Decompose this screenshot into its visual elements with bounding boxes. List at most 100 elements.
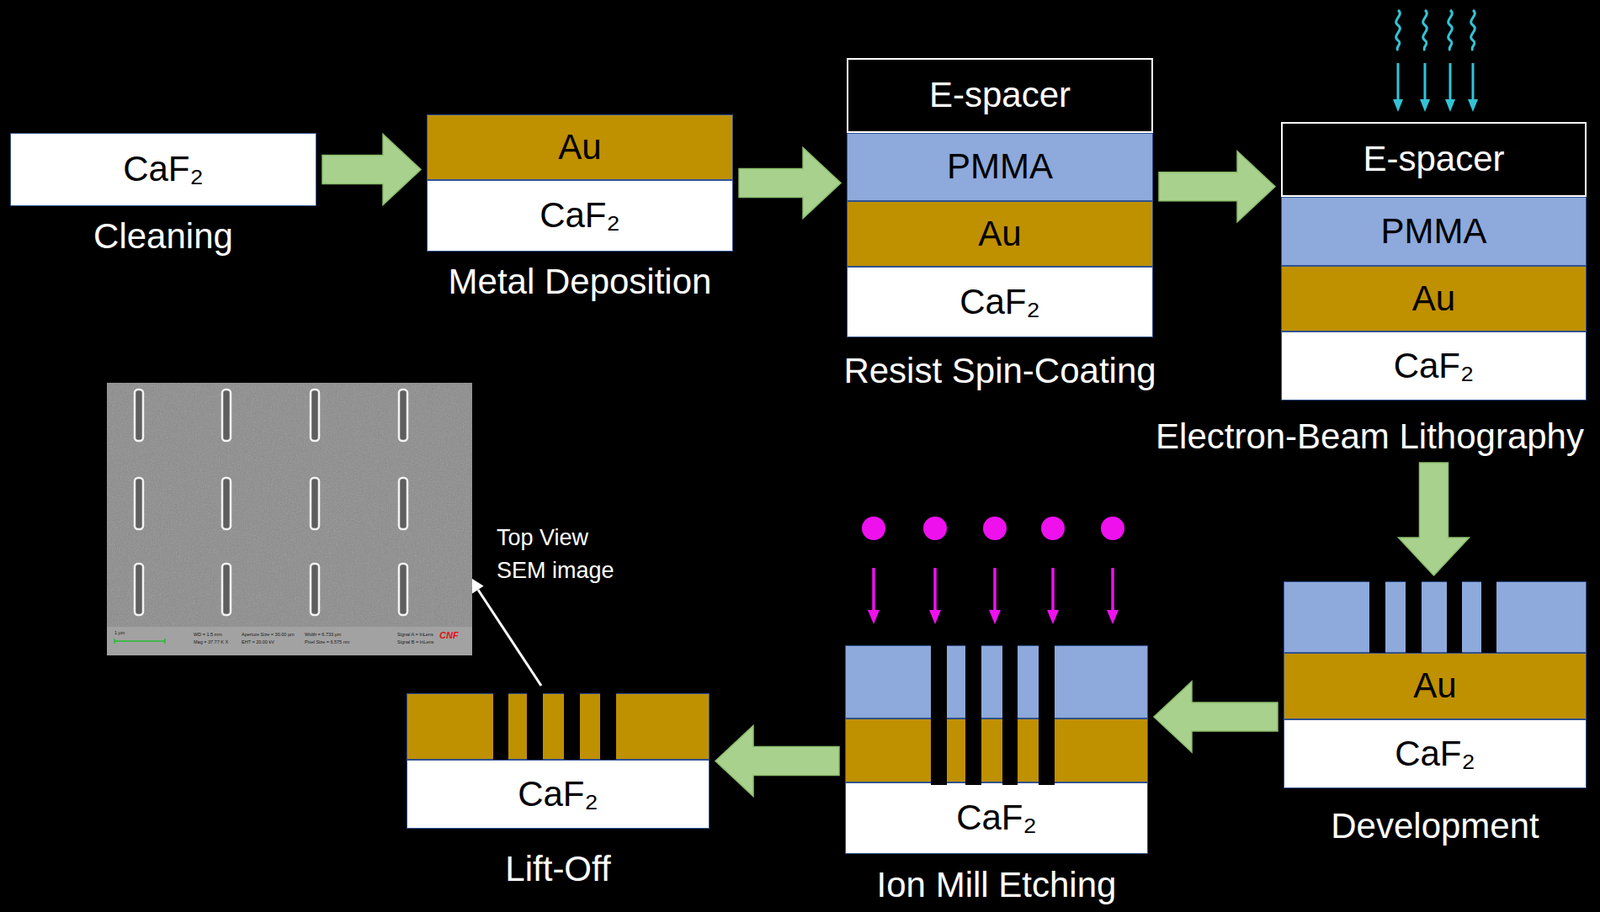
- etched-slot: [1038, 645, 1055, 786]
- ion-arrow-head: [1106, 610, 1119, 625]
- process-arrow: [1153, 681, 1278, 753]
- process-arrow: [322, 134, 421, 206]
- ion-arrow-shaft: [1051, 568, 1055, 612]
- ion-arrow-shaft: [933, 568, 937, 612]
- ion-arrow-head: [988, 610, 1001, 625]
- layer-label: Au: [1413, 664, 1457, 707]
- material-layer: CaF₂: [845, 782, 1149, 855]
- ion-dot: [983, 516, 1007, 541]
- material-layer: PMMA: [846, 132, 1154, 202]
- material-layer: Au: [1281, 265, 1587, 332]
- nanorod: [222, 478, 231, 530]
- nanorod: [398, 563, 408, 616]
- material-layer: E-spacer: [1281, 122, 1587, 197]
- sem-image: [106, 382, 473, 656]
- sem-info-text: Width = 6.733 µm: [304, 632, 341, 638]
- scale-bar-tick: [164, 638, 166, 644]
- sem-info-text: EHT = 20.00 kV: [241, 639, 275, 646]
- sem-info-text: Signal A = InLens: [397, 632, 434, 638]
- etched-slot: [1446, 581, 1462, 654]
- ion-arrow-shaft: [993, 568, 997, 612]
- material-layer: E-spacer: [846, 58, 1154, 133]
- layer-label: PMMA: [1381, 210, 1488, 253]
- sem-background: [106, 382, 473, 656]
- material-layer: CaF₂: [1283, 719, 1587, 789]
- layer-label: E-spacer: [1362, 138, 1505, 181]
- process-step: E-spacerPMMAAuCaF₂Resist Spin-Coating: [846, 58, 1154, 338]
- layer-label: CaF₂: [539, 194, 621, 237]
- ion-beam: [861, 516, 1125, 625]
- sem-info-text: 1 µm: [114, 630, 125, 637]
- ion-arrow-head: [867, 610, 880, 625]
- material-layer: Au: [1283, 653, 1587, 720]
- process-step: E-spacerPMMAAuCaF₂Electron-Beam Lithogra…: [1281, 122, 1587, 401]
- layer-label: CaF₂: [1393, 345, 1475, 388]
- process-arrow: [738, 148, 841, 219]
- beam-arrow-head: [1419, 99, 1430, 112]
- beam-arrow-head: [1445, 99, 1456, 112]
- nanorod: [222, 389, 231, 442]
- material-layer: CaF₂: [10, 132, 317, 207]
- beam-arrow-shaft: [1472, 63, 1475, 101]
- process-step: CaF₂Cleaning: [10, 132, 317, 207]
- layer-label: Au: [1412, 277, 1456, 320]
- material-layer: CaF₂: [1281, 331, 1587, 401]
- nanorod: [134, 478, 144, 530]
- step-caption: Ion Mill Etching: [877, 866, 1117, 905]
- layer-label: CaF₂: [959, 281, 1041, 324]
- ion-arrow-head: [1047, 610, 1059, 625]
- process-step: CaF₂Ion Mill Etching: [845, 645, 1149, 855]
- wave-line: [1471, 10, 1476, 51]
- pointer-arrow: [469, 577, 542, 686]
- material-layer: Au: [846, 201, 1154, 267]
- wave-line: [1396, 10, 1401, 51]
- process-step: AuCaF₂Metal Deposition: [426, 114, 734, 252]
- beam-arrow-head: [1467, 99, 1478, 112]
- step-caption: Resist Spin-Coating: [843, 351, 1156, 391]
- layer-label: CaF₂: [1394, 733, 1476, 776]
- ion-arrow-head: [929, 610, 941, 625]
- etched-slot: [930, 645, 947, 786]
- sem-noise: [106, 382, 473, 628]
- sem-info-text: Signal B = InLens: [397, 639, 434, 646]
- etched-slot: [1002, 645, 1018, 786]
- etched-slot: [1405, 581, 1422, 654]
- process-arrow: [1158, 151, 1276, 223]
- ion-dot: [923, 516, 947, 541]
- ion-dot: [1041, 516, 1065, 541]
- material-layer: [1283, 581, 1587, 654]
- step-caption: Metal Deposition: [448, 262, 713, 302]
- layer-label: CaF₂: [517, 773, 599, 816]
- process-arrow: [715, 726, 840, 798]
- nanorod: [310, 389, 319, 442]
- layer-label: PMMA: [946, 145, 1053, 188]
- step-caption: Development: [1330, 807, 1539, 846]
- ion-arrow-shaft: [1110, 568, 1115, 612]
- pointer-line: [478, 590, 542, 686]
- nanorod-array: [134, 389, 408, 616]
- beam-arrow-shaft: [1397, 63, 1400, 101]
- nanorod: [310, 563, 319, 616]
- material-layer: Au: [426, 114, 734, 181]
- step-caption: Cleaning: [93, 217, 234, 256]
- beam-arrow-shaft: [1424, 63, 1427, 101]
- ion-dot: [861, 516, 886, 541]
- layer-label: Au: [978, 212, 1021, 256]
- material-layer: [845, 718, 1149, 783]
- etched-slot: [563, 693, 580, 761]
- electron-beam: [1396, 10, 1476, 101]
- material-layer: [845, 645, 1149, 719]
- etched-slot: [600, 693, 617, 761]
- ion-arrow-shaft: [871, 568, 876, 612]
- sem-info-text: Pixel Size = 6.575 nm: [304, 639, 350, 646]
- electron-beam-heads: [1392, 99, 1478, 112]
- nanorod: [310, 478, 319, 530]
- sem-info-text: Aperture Size = 30.00 µm: [241, 632, 295, 638]
- process-arrow: [1398, 462, 1470, 576]
- etched-slot: [1481, 581, 1497, 654]
- beam-arrow-shaft: [1449, 63, 1452, 101]
- sem-info-text: Mag = 37.77 K X: [193, 639, 229, 646]
- etched-slot: [526, 693, 543, 761]
- process-step: CaF₂Lift-Off: [406, 693, 710, 830]
- scale-bar-tick: [113, 638, 116, 644]
